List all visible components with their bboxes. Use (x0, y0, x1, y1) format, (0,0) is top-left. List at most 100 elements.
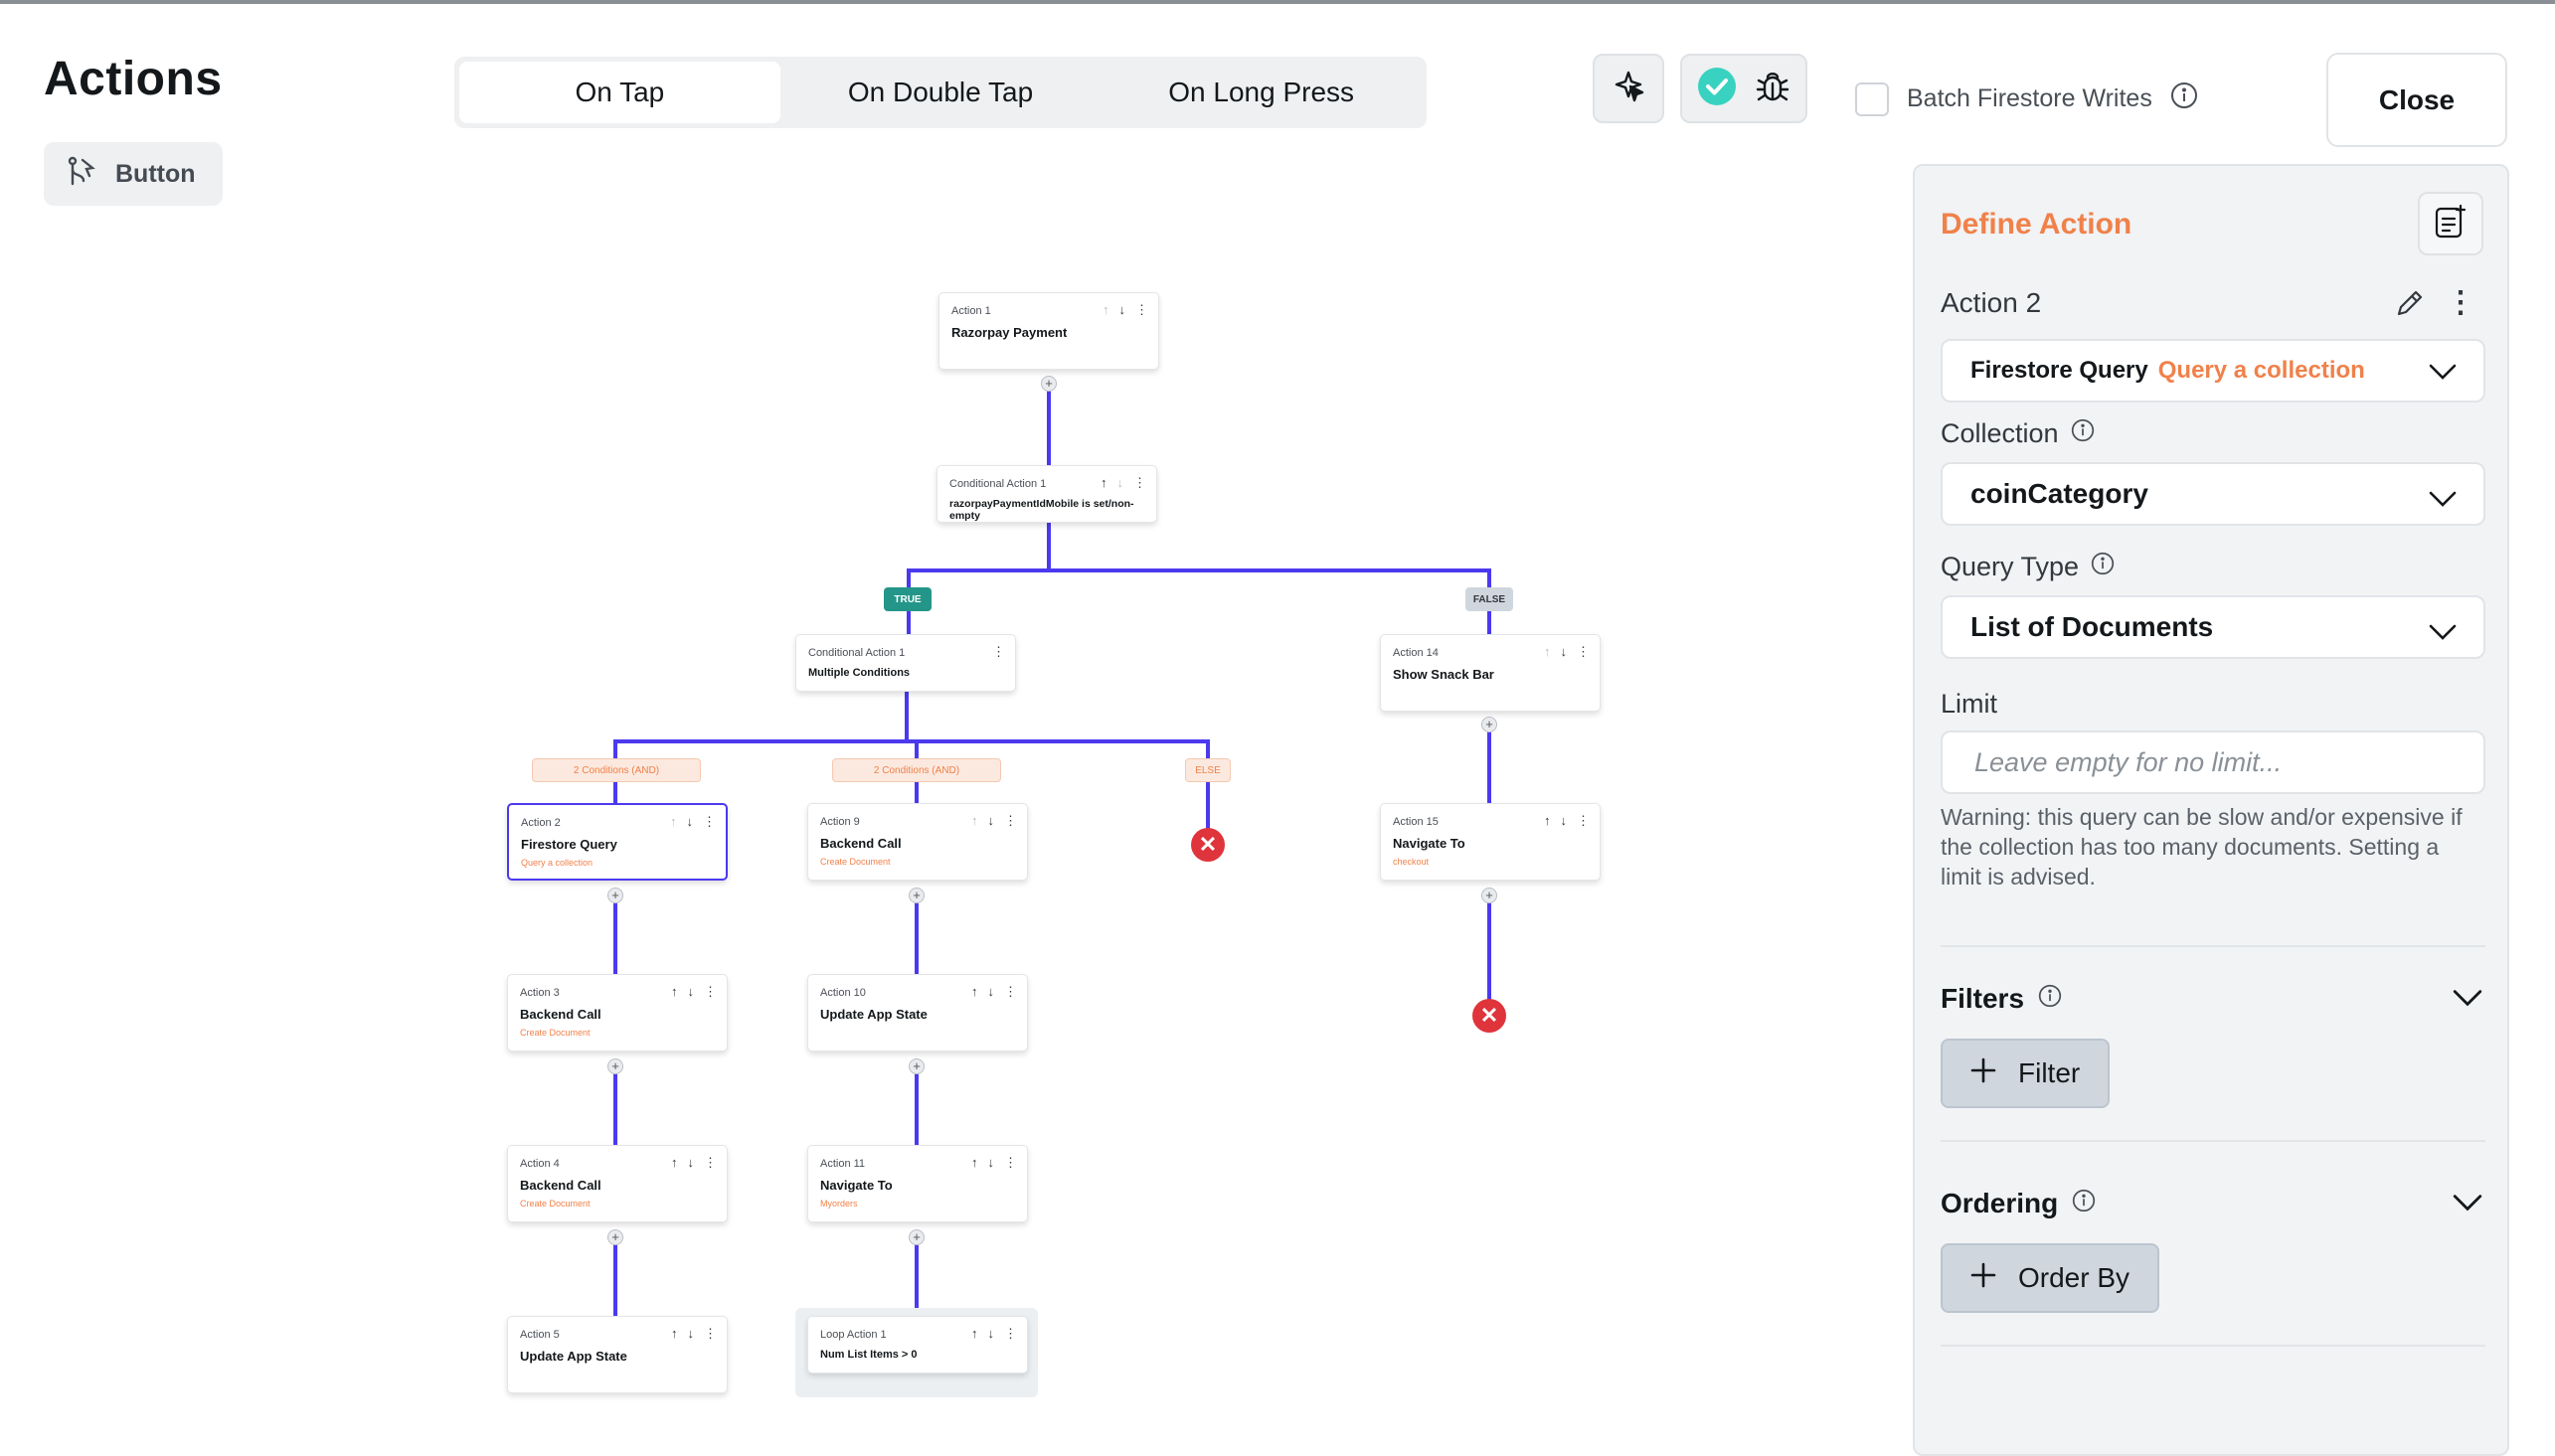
bug-icon[interactable] (1755, 68, 1790, 110)
action-node-15[interactable]: Action 15 Navigate To checkout ↑ ↓ ⋮ (1380, 803, 1601, 881)
action-node-14[interactable]: Action 14 Show Snack Bar ↑ ↓ ⋮ (1380, 634, 1601, 712)
move-down-icon[interactable]: ↓ (987, 1326, 995, 1341)
chevron-down-icon[interactable] (2452, 1192, 2483, 1218)
move-down-icon[interactable]: ↓ (686, 814, 694, 829)
edit-pencil-icon[interactable] (2394, 287, 2426, 324)
tab-on-tap[interactable]: On Tap (459, 62, 780, 123)
add-action-icon[interactable]: + (909, 1229, 925, 1245)
move-up-icon[interactable]: ↑ (971, 1155, 978, 1170)
info-icon[interactable] (2170, 81, 2198, 116)
move-down-icon[interactable]: ↓ (1560, 644, 1568, 659)
more-icon[interactable]: ⋮ (1135, 302, 1148, 317)
widget-chip-label: Button (115, 159, 196, 188)
connector-line (915, 1236, 919, 1318)
add-action-icon[interactable]: + (1481, 717, 1497, 732)
add-action-icon[interactable]: + (607, 1058, 623, 1074)
add-action-icon[interactable]: + (1481, 888, 1497, 903)
move-down-icon[interactable]: ↓ (1118, 302, 1126, 317)
more-icon[interactable]: ⋮ (1133, 475, 1146, 490)
action-node-1[interactable]: Action 1 Razorpay Payment ↑ ↓ ⋮ (938, 292, 1159, 370)
more-icon[interactable]: ⋮ (1004, 813, 1017, 828)
collection-label: Collection (1941, 418, 2095, 449)
ordering-label: Ordering (1941, 1188, 2059, 1218)
more-icon[interactable]: ⋮ (1004, 1326, 1017, 1341)
more-icon[interactable]: ⋮ (1577, 813, 1590, 828)
tab-on-double-tap[interactable]: On Double Tap (847, 77, 1034, 107)
add-action-icon[interactable]: + (607, 1229, 623, 1245)
filters-section-header[interactable]: Filters (1941, 983, 2062, 1015)
conditional-node-1[interactable]: Conditional Action 1 razorpayPaymentIdMo… (937, 465, 1157, 523)
add-action-icon[interactable]: + (1041, 376, 1057, 392)
move-up-icon[interactable]: ↑ (1101, 475, 1107, 490)
more-icon[interactable]: ⋮ (992, 644, 1005, 659)
move-down-icon[interactable]: ↓ (687, 984, 695, 999)
ai-agent-button[interactable] (1593, 54, 1664, 123)
move-down-icon[interactable]: ↓ (987, 984, 995, 999)
batch-writes-checkbox[interactable] (1855, 81, 1889, 116)
move-down-icon[interactable]: ↓ (987, 1155, 995, 1170)
action-node-3[interactable]: Action 3 Backend Call Create Document ↑ … (507, 974, 728, 1052)
widget-chip[interactable]: Button (44, 142, 223, 206)
move-down-icon[interactable]: ↓ (687, 1326, 695, 1341)
move-down-icon[interactable]: ↓ (1560, 813, 1568, 828)
chevron-down-icon[interactable] (2452, 987, 2483, 1014)
move-up-icon[interactable]: ↑ (1544, 644, 1551, 659)
more-icon[interactable]: ⋮ (703, 814, 716, 829)
action-node-10[interactable]: Action 10 Update App State ↑ ↓ ⋮ (807, 974, 1028, 1052)
action-type-dropdown[interactable]: Firestore Query Query a collection (1941, 339, 2485, 403)
action-node-2[interactable]: Action 2 Firestore Query Query a collect… (507, 803, 728, 881)
more-icon[interactable]: ⋮ (1004, 984, 1017, 999)
action-docs-button[interactable] (2418, 192, 2483, 255)
move-up-icon[interactable]: ↑ (971, 813, 978, 828)
action-number: Action 15 (1393, 816, 1439, 828)
connector-line (915, 894, 919, 976)
move-down-icon[interactable]: ↓ (1116, 475, 1124, 490)
node-controls: ↑ ↓ ⋮ (971, 1326, 1017, 1342)
node-controls: ⋮ (992, 644, 1005, 660)
more-icon[interactable]: ⋮ (704, 1326, 717, 1341)
limit-input[interactable]: Leave empty for no limit... (1941, 730, 2485, 794)
info-icon[interactable] (2072, 1188, 2096, 1219)
info-icon[interactable] (2091, 552, 2115, 582)
action-name: Backend Call (520, 1007, 601, 1022)
move-up-icon[interactable]: ↑ (670, 814, 677, 829)
action-node-11[interactable]: Action 11 Navigate To Myorders ↑ ↓ ⋮ (807, 1145, 1028, 1222)
action-node-4[interactable]: Action 4 Backend Call Create Document ↑ … (507, 1145, 728, 1222)
collection-dropdown[interactable]: coinCategory (1941, 462, 2485, 526)
node-controls: ↑ ↓ ⋮ (1544, 644, 1590, 660)
add-action-icon[interactable]: + (909, 888, 925, 903)
tab-on-long-press[interactable]: On Long Press (1168, 77, 1355, 107)
action-node-9[interactable]: Action 9 Backend Call Create Document ↑ … (807, 803, 1028, 881)
move-up-icon[interactable]: ↑ (671, 1155, 678, 1170)
more-icon[interactable]: ⋮ (1004, 1155, 1017, 1170)
info-icon[interactable] (2071, 418, 2095, 449)
add-action-icon[interactable]: + (909, 1058, 925, 1074)
add-action-icon[interactable]: + (607, 888, 623, 903)
query-type-dropdown[interactable]: List of Documents (1941, 595, 2485, 659)
more-icon[interactable]: ⋮ (704, 984, 717, 999)
add-order-by-button[interactable]: Order By (1941, 1243, 2160, 1313)
move-down-icon[interactable]: ↓ (687, 1155, 695, 1170)
move-up-icon[interactable]: ↑ (671, 1326, 678, 1341)
collection-value: coinCategory (1970, 478, 2148, 509)
check-circle-icon[interactable] (1697, 67, 1737, 111)
conditional-node-2[interactable]: Conditional Action 1 Multiple Conditions… (795, 634, 1016, 692)
move-down-icon[interactable]: ↓ (987, 813, 995, 828)
ordering-section-header[interactable]: Ordering (1941, 1188, 2096, 1219)
action-node-5[interactable]: Action 5 Update App State ↑ ↓ ⋮ (507, 1316, 728, 1393)
add-filter-button[interactable]: Filter (1941, 1039, 2111, 1108)
move-up-icon[interactable]: ↑ (971, 1326, 978, 1341)
connector-line (613, 1065, 617, 1147)
close-button[interactable]: Close (2326, 53, 2507, 147)
move-up-icon[interactable]: ↑ (1544, 813, 1551, 828)
more-vert-icon[interactable]: ⋮ (2446, 286, 2475, 319)
more-icon[interactable]: ⋮ (704, 1155, 717, 1170)
move-up-icon[interactable]: ↑ (671, 984, 678, 999)
more-icon[interactable]: ⋮ (1577, 644, 1590, 659)
loop-action-node-1[interactable]: Loop Action 1 Num List Items > 0 ↑ ↓ ⋮ (807, 1316, 1028, 1374)
move-up-icon[interactable]: ↑ (1103, 302, 1109, 317)
true-branch-tag: TRUE (884, 587, 932, 611)
action-number: Action 9 (820, 816, 860, 828)
info-icon[interactable] (2038, 983, 2062, 1015)
move-up-icon[interactable]: ↑ (971, 984, 978, 999)
